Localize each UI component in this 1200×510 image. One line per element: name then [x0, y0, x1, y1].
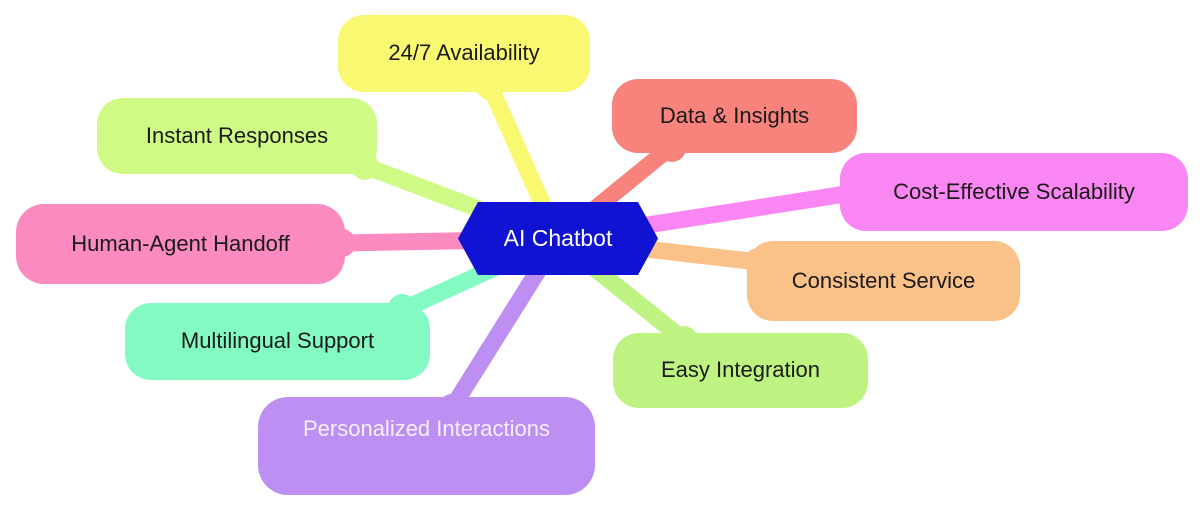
node-label: Personalized Interactions	[302, 416, 551, 441]
node-human-agent-handoff: Human-Agent Handoff	[16, 204, 345, 284]
node-label: Instant Responses	[145, 122, 329, 148]
node-label: Human-Agent Handoff	[71, 230, 290, 256]
node-label: Data & Insights	[659, 102, 810, 128]
center-node-ai-chatbot: AI Chatbot	[458, 202, 658, 275]
node-label: Easy Integration	[661, 357, 820, 383]
node-consistent-service: Consistent Service	[747, 241, 1020, 321]
node-label: Cost-Effective Scalability	[893, 178, 1135, 204]
node-personalized-interactions: Personalized Interactions	[258, 397, 595, 495]
node-instant-responses: Instant Responses	[97, 98, 377, 174]
node-data-insights: Data & Insights	[612, 79, 857, 153]
node-label: Consistent Service	[791, 267, 976, 293]
node-easy-integration: Easy Integration	[613, 333, 868, 408]
node-cost-effective-scalability: Cost-Effective Scalability	[840, 153, 1188, 231]
node-24-7-availability: 24/7 Availability	[338, 15, 590, 92]
node-label: 24/7 Availability	[388, 40, 540, 66]
node-label: Multilingual Support	[180, 328, 375, 354]
center-node-label: AI Chatbot	[503, 225, 613, 251]
node-multilingual-support: Multilingual Support	[125, 303, 430, 380]
